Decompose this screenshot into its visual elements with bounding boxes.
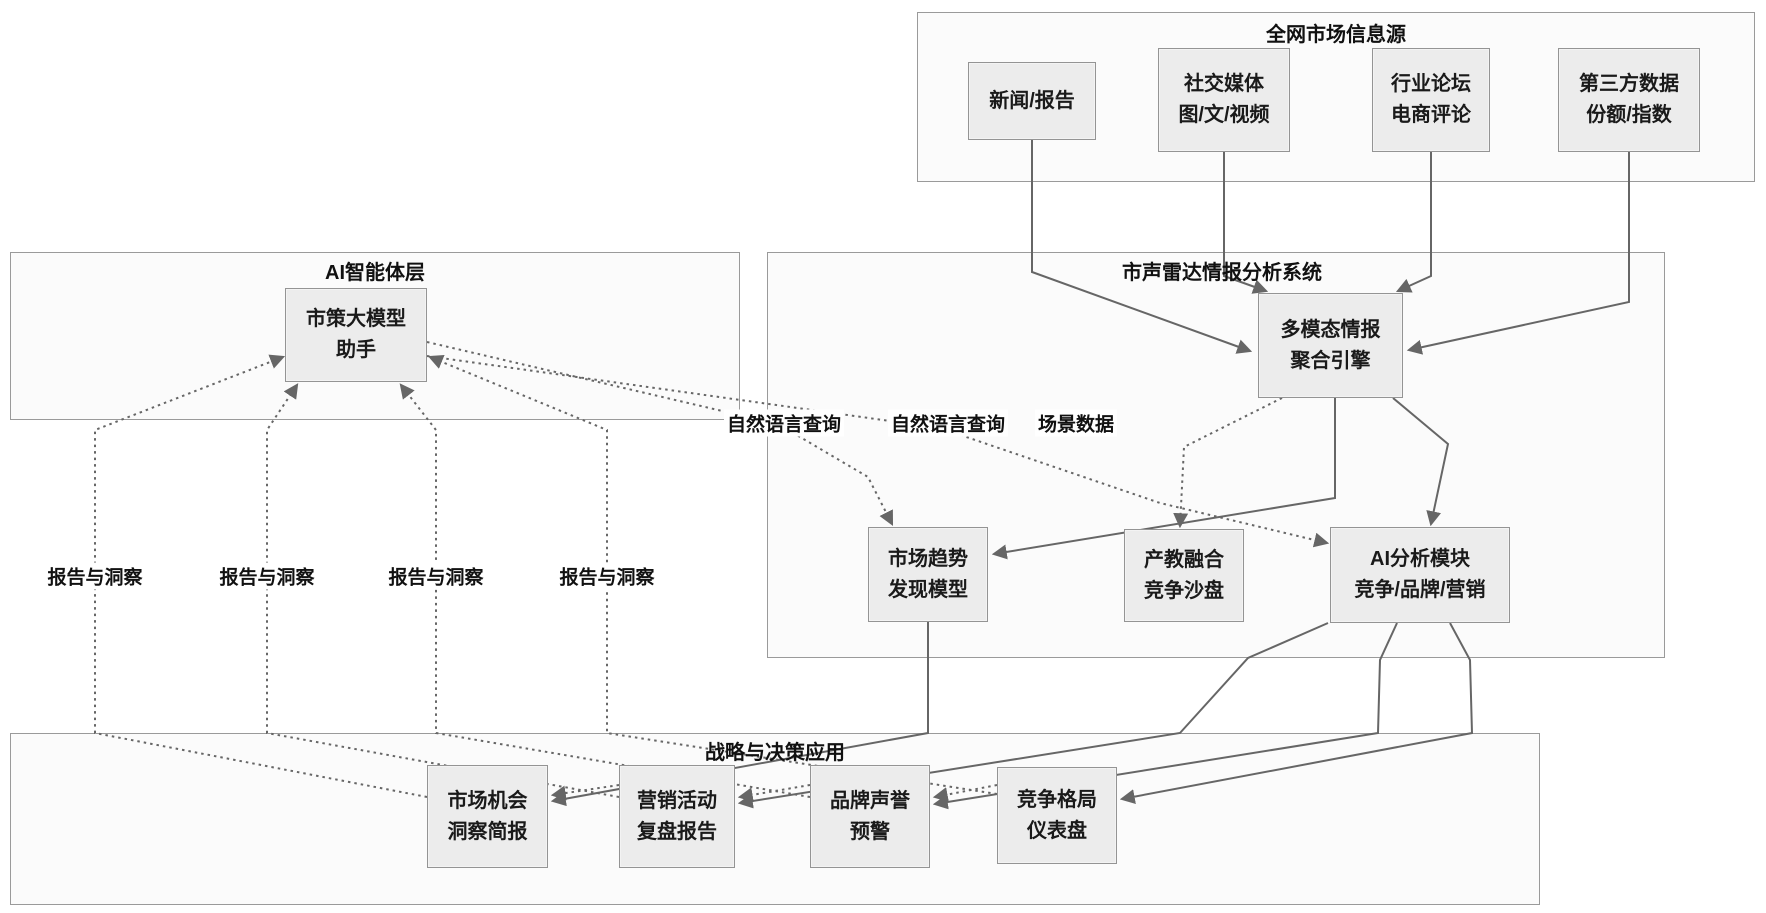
node-competitive-dashboard: 竞争格局 仪表盘 [997, 767, 1117, 864]
edge-label-report-insight-2: 报告与洞察 [216, 562, 318, 590]
edge-analysis-to-review [737, 622, 1329, 809]
node-opportunity-brief: 市场机会 洞察简报 [427, 765, 548, 868]
edge-engine-to-sandbox [1173, 397, 1283, 529]
node-strategy-llm-assistant: 市策大模型 助手 [285, 288, 427, 382]
edge-news-to-engine [1031, 140, 1253, 354]
node-industry-forum: 行业论坛 电商评论 [1372, 48, 1490, 152]
group-strategy-apps-title: 战略与决策应用 [705, 742, 845, 764]
group-radar-system-title: 市声雷达情报分析系统 [1122, 262, 1322, 284]
edge-label-report-insight-1: 报告与洞察 [44, 562, 146, 590]
edge-label-nl-query-1: 自然语言查询 [723, 409, 845, 437]
node-competition-sandbox: 产教融合 竞争沙盘 [1124, 529, 1244, 622]
edge-analysis-to-alert [932, 622, 1398, 810]
node-news-reports: 新闻/报告 [968, 62, 1096, 140]
edge-label-nl-query-2: 自然语言查询 [887, 409, 1009, 437]
node-brand-alert: 品牌声誉 预警 [810, 765, 930, 868]
edge-forum-to-engine [1395, 152, 1432, 293]
edge-label-report-insight-4: 报告与洞察 [556, 562, 658, 590]
edge-review-to-brief [550, 784, 620, 801]
edge-analysis-to-dashboard [1119, 622, 1474, 805]
edge-dashboard-to-alert [932, 784, 998, 802]
edge-alert-to-review [737, 784, 811, 803]
edge-social-to-engine [1223, 152, 1269, 294]
group-market-sources-title: 全网市场信息源 [1266, 24, 1406, 46]
node-social-media: 社交媒体 图/文/视频 [1158, 48, 1290, 152]
node-ai-analysis-module: AI分析模块 竞争/品牌/营销 [1330, 527, 1510, 623]
group-ai-agent-layer-title: AI智能体层 [325, 262, 425, 284]
edge-label-scene-data: 场景数据 [1034, 409, 1118, 437]
edge-label-report-insight-3: 报告与洞察 [385, 562, 487, 590]
edge-engine-to-analysis [1392, 397, 1450, 527]
edge-thirdparty-to-engine [1406, 152, 1630, 355]
node-trend-model: 市场趋势 发现模型 [868, 527, 988, 622]
edge-assistant-to-analysis [426, 355, 1330, 548]
node-third-party-data: 第三方数据 份额/指数 [1558, 48, 1700, 152]
edge-engine-to-trend [991, 398, 1336, 560]
node-campaign-review: 营销活动 复盘报告 [619, 765, 735, 868]
node-multimodal-engine: 多模态情报 聚合引擎 [1258, 293, 1403, 398]
